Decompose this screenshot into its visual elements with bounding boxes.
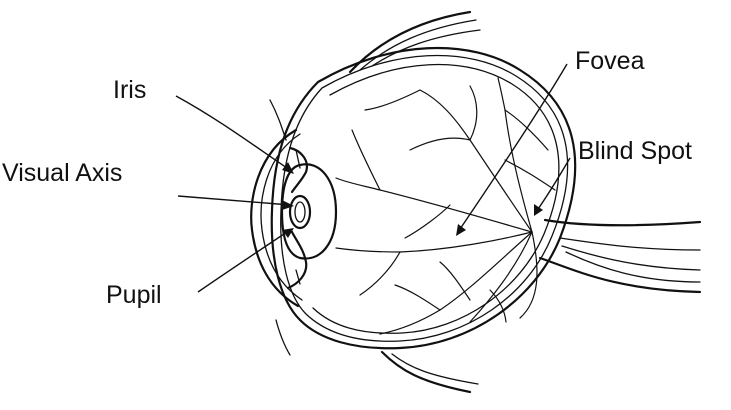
fovea-leader (458, 64, 567, 232)
optic-nerve (540, 220, 700, 292)
blind-spot-label: Blind Spot (578, 137, 692, 165)
pupil-leader (198, 230, 290, 292)
fovea-arrowhead (456, 224, 466, 236)
eyeball-outline (272, 48, 575, 348)
blind-spot-arrowhead (534, 204, 543, 216)
blind-spot-leader (536, 158, 570, 212)
iris-label: Iris (113, 76, 146, 104)
leader-lines (176, 64, 570, 292)
pupil (290, 196, 310, 228)
pupil-label: Pupil (106, 281, 162, 309)
cornea (251, 100, 302, 355)
fovea-label: Fovea (575, 47, 645, 75)
visual-axis-label: Visual Axis (2, 159, 122, 187)
